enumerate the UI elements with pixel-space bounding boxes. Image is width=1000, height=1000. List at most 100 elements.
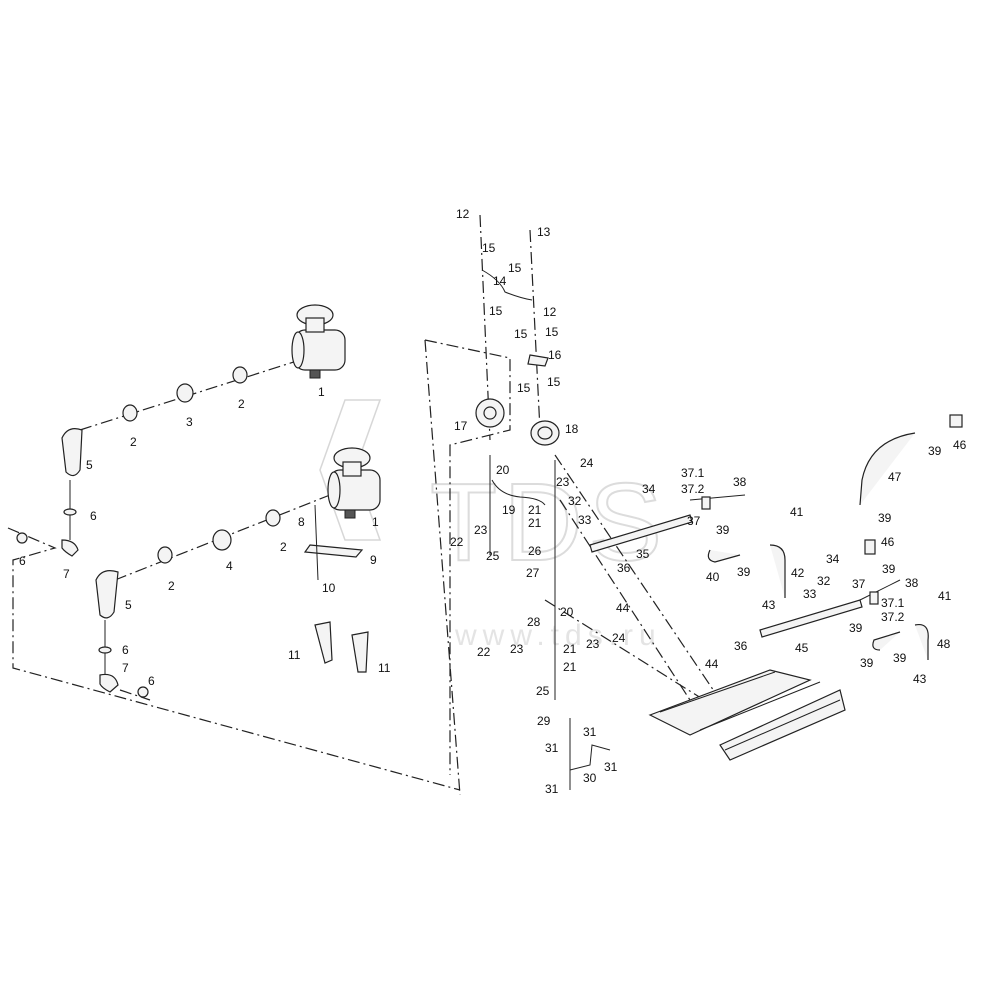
- callout-c10: 10: [322, 581, 336, 595]
- callout-c8: 8: [298, 515, 305, 529]
- callout-c24b: 24: [612, 631, 626, 645]
- callout-c47: 47: [888, 470, 902, 484]
- callout-c23d: 23: [586, 637, 600, 651]
- callout-c36b: 36: [734, 639, 748, 653]
- callout-c46a: 46: [953, 438, 967, 452]
- callout-c371b: 37.1: [881, 596, 905, 610]
- rings-and-sleeves: [122, 366, 281, 564]
- callout-c6b: 6: [19, 554, 26, 568]
- manifolds: [589, 414, 963, 660]
- callout-c31a: 31: [583, 725, 597, 739]
- callout-c6d: 6: [148, 674, 155, 688]
- callout-c32a: 32: [568, 494, 582, 508]
- callout-c371a: 37.1: [681, 466, 705, 480]
- callout-c2d: 2: [168, 579, 175, 593]
- callout-c15a: 15: [482, 241, 496, 255]
- callout-c38a: 38: [733, 475, 747, 489]
- callout-c2b: 2: [130, 435, 137, 449]
- turbochargers: [475, 269, 560, 506]
- callout-c22b: 22: [477, 645, 491, 659]
- callout-c11b: 11: [378, 661, 391, 675]
- elbow-hoses: [16, 428, 149, 698]
- callout-c18: 18: [565, 422, 579, 436]
- callout-c31c: 31: [604, 760, 618, 774]
- callout-c40: 40: [706, 570, 720, 584]
- brackets: [303, 504, 369, 673]
- watermark-logo-text: TDS: [430, 461, 668, 584]
- callout-c3: 3: [186, 415, 193, 429]
- callout-c31d: 31: [545, 782, 559, 796]
- callout-c36a: 36: [617, 561, 631, 575]
- callout-c43b: 43: [913, 672, 927, 686]
- callout-c41b: 41: [938, 589, 952, 603]
- air-cleaner-lower: [327, 447, 381, 519]
- callout-c21d: 21: [563, 660, 577, 674]
- callout-c7a: 7: [63, 567, 70, 581]
- callout-c20a: 20: [496, 463, 510, 477]
- callout-c41a: 41: [790, 505, 804, 519]
- callout-c11a: 11: [288, 648, 301, 662]
- callout-c44b: 44: [705, 657, 719, 671]
- callout-c15b: 15: [508, 261, 522, 275]
- callout-c35: 35: [636, 547, 650, 561]
- callout-c6c: 6: [122, 643, 129, 657]
- callout-c30: 30: [583, 771, 597, 785]
- callout-c12a: 12: [456, 207, 470, 221]
- callout-c34a: 34: [642, 482, 656, 496]
- callout-c33a: 33: [578, 513, 592, 527]
- callout-c19: 19: [502, 503, 516, 517]
- callout-c39g: 39: [860, 656, 874, 670]
- callout-c24a: 24: [580, 456, 594, 470]
- callout-c15f: 15: [517, 381, 531, 395]
- callout-c39h: 39: [893, 651, 907, 665]
- callout-c45: 45: [795, 641, 809, 655]
- callout-c25a: 25: [486, 549, 500, 563]
- callout-c39b: 39: [737, 565, 751, 579]
- callout-c15e: 15: [545, 325, 559, 339]
- callout-c39f: 39: [849, 621, 863, 635]
- callout-c44a: 44: [616, 601, 630, 615]
- callout-c23b: 23: [556, 475, 570, 489]
- callout-c43a: 43: [762, 598, 776, 612]
- callout-c21c: 21: [563, 642, 577, 656]
- callout-c9: 9: [370, 553, 377, 567]
- callout-c27: 27: [526, 566, 540, 580]
- callout-c13: 13: [537, 225, 551, 239]
- callout-c31b: 31: [545, 741, 559, 755]
- callout-c1b: 1: [372, 515, 379, 529]
- callout-c37b: 37: [852, 577, 866, 591]
- callout-c23a: 23: [474, 523, 488, 537]
- callout-c5a: 5: [86, 458, 93, 472]
- callout-c4: 4: [226, 559, 233, 573]
- callout-c39e: 39: [882, 562, 896, 576]
- callout-c39a: 39: [716, 523, 730, 537]
- callout-c14: 14: [493, 274, 507, 288]
- callout-c29: 29: [537, 714, 551, 728]
- callout-c6a: 6: [90, 509, 97, 523]
- callout-c28: 28: [527, 615, 541, 629]
- callout-c2a: 2: [238, 397, 245, 411]
- engine-block: [648, 669, 846, 761]
- callout-c46b: 46: [881, 535, 895, 549]
- callout-c21a: 21: [528, 503, 542, 517]
- callout-c7b: 7: [122, 661, 129, 675]
- callout-c1a: 1: [318, 385, 325, 399]
- callout-c372b: 37.2: [881, 610, 905, 624]
- callout-c23c: 23: [510, 642, 524, 656]
- callout-c32b: 32: [817, 574, 831, 588]
- callout-c372a: 37.2: [681, 482, 705, 496]
- bracket-30: [569, 718, 611, 790]
- callout-c25b: 25: [536, 684, 550, 698]
- callout-c42: 42: [791, 566, 805, 580]
- callout-c39d: 39: [878, 511, 892, 525]
- callout-c5b: 5: [125, 598, 132, 612]
- callout-c2c: 2: [280, 540, 287, 554]
- callout-c15g: 15: [547, 375, 561, 389]
- callout-c16: 16: [548, 348, 562, 362]
- callout-c48: 48: [937, 637, 951, 651]
- air-cleaner-upper: [291, 304, 346, 379]
- callout-c21b: 21: [528, 516, 542, 530]
- callout-labels: 1122223455666677891011111212131415151515…: [19, 207, 967, 796]
- callout-c20b: 20: [560, 605, 574, 619]
